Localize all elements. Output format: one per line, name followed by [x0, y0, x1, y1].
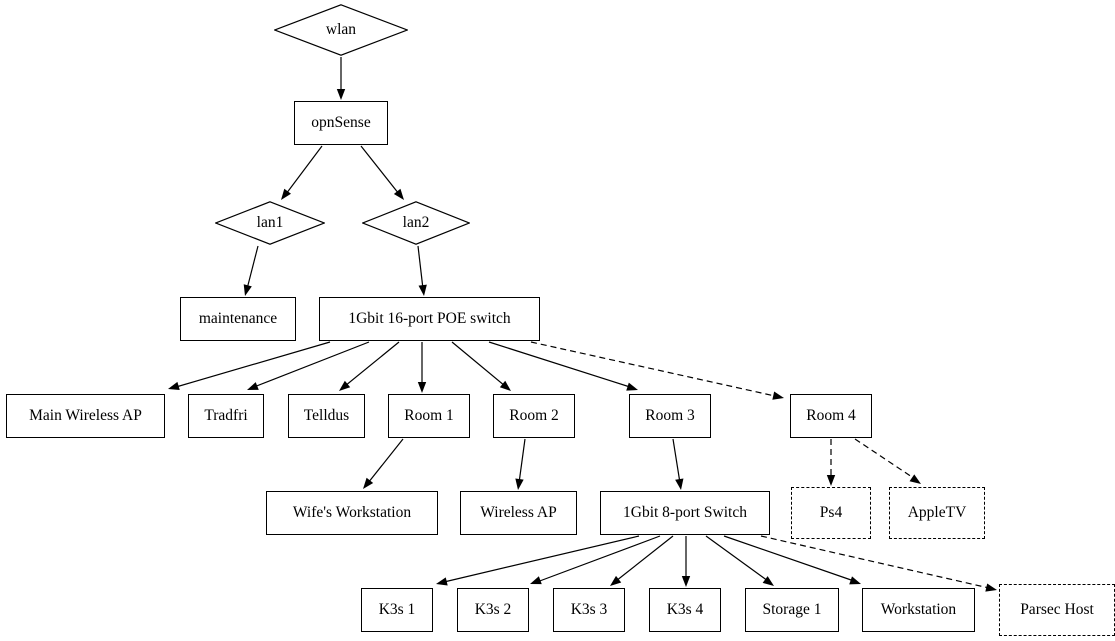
node-mainap[interactable]: Main Wireless AP: [6, 394, 165, 438]
node-k3s2[interactable]: K3s 2: [457, 588, 529, 632]
edge-room4-to-ps4: [826, 439, 836, 486]
node-label: 1Gbit 8-port Switch: [623, 504, 747, 522]
node-label: Main Wireless AP: [29, 407, 142, 425]
node-room2[interactable]: Room 2: [493, 394, 575, 438]
edge-poe16-to-room2: [451, 341, 511, 391]
edge-opnsense-to-lan2: [360, 145, 404, 200]
node-wirelessap[interactable]: Wireless AP: [460, 491, 577, 535]
edge-sw8-to-k3s3: [610, 535, 674, 586]
node-label: Wireless AP: [480, 504, 557, 522]
node-label: Room 1: [404, 407, 454, 425]
node-maint[interactable]: maintenance: [180, 297, 296, 341]
edge-poe16-to-room4: [530, 341, 784, 400]
node-label: lan2: [402, 214, 430, 232]
node-label: K3s 3: [570, 601, 608, 619]
node-room4[interactable]: Room 4: [790, 394, 872, 438]
edge-lan2-to-poe16: [417, 245, 427, 296]
node-label: Ps4: [819, 504, 843, 522]
node-label: lan1: [256, 214, 284, 232]
node-sw8[interactable]: 1Gbit 8-port Switch: [600, 491, 770, 535]
node-k3s1[interactable]: K3s 1: [361, 588, 433, 632]
edge-poe16-to-tradfri: [247, 341, 370, 390]
node-ps4[interactable]: Ps4: [791, 487, 871, 539]
node-parsec[interactable]: Parsec Host: [999, 584, 1115, 636]
node-label: opnSense: [311, 114, 371, 132]
node-label: Telldus: [303, 407, 350, 425]
edge-sw8-to-storage1: [705, 535, 774, 586]
edge-lan1-to-maint: [243, 245, 259, 296]
edge-poe16-to-room3: [488, 341, 638, 391]
edge-room2-to-wirelessap: [515, 438, 526, 490]
node-k3s3[interactable]: K3s 3: [553, 588, 625, 632]
node-label: maintenance: [198, 310, 278, 328]
node-opnsense[interactable]: opnSense: [294, 101, 388, 145]
edge-poe16-to-mainap: [168, 341, 331, 390]
diamond-shape: [215, 201, 325, 245]
edge-room3-to-sw8: [672, 438, 684, 490]
node-label: 1Gbit 16-port POE switch: [348, 310, 511, 328]
node-tradfri[interactable]: Tradfri: [188, 394, 264, 438]
edge-sw8-to-k3s2: [530, 535, 661, 585]
node-storage1[interactable]: Storage 1: [745, 588, 839, 632]
node-poe16[interactable]: 1Gbit 16-port POE switch: [319, 297, 540, 341]
edge-opnsense-to-lan1: [281, 145, 323, 200]
edge-poe16-to-room1: [417, 342, 427, 393]
node-lan2[interactable]: lan2: [362, 201, 470, 245]
node-label: Storage 1: [762, 601, 822, 619]
node-label: AppleTV: [907, 504, 967, 522]
edge-wlan-to-opnsense: [336, 57, 346, 100]
diamond-shape: [362, 201, 470, 245]
node-label: K3s 2: [474, 601, 512, 619]
edge-sw8-to-k3s1: [436, 535, 640, 586]
node-label: Tradfri: [204, 407, 248, 425]
node-label: Wife's Workstation: [292, 504, 412, 522]
node-label: wlan: [325, 21, 357, 39]
node-lan1[interactable]: lan1: [215, 201, 325, 245]
node-workstation[interactable]: Workstation: [862, 588, 975, 632]
node-telldus[interactable]: Telldus: [288, 394, 365, 438]
edge-room4-to-appletv: [854, 438, 921, 484]
node-k3s4[interactable]: K3s 4: [649, 588, 721, 632]
node-wlan[interactable]: wlan: [274, 4, 408, 56]
node-wifews[interactable]: Wife's Workstation: [266, 491, 438, 535]
node-room3[interactable]: Room 3: [629, 394, 711, 438]
node-appletv[interactable]: AppleTV: [889, 487, 985, 539]
node-label: Workstation: [880, 601, 957, 619]
node-label: Room 3: [645, 407, 695, 425]
diamond-shape: [274, 4, 408, 56]
edge-sw8-to-parsec: [760, 535, 997, 592]
edge-sw8-to-workstation: [723, 535, 861, 585]
node-label: K3s 4: [666, 601, 704, 619]
edge-room1-to-wifews: [363, 438, 404, 489]
edge-poe16-to-telldus: [339, 341, 400, 391]
node-label: Room 2: [509, 407, 559, 425]
edge-sw8-to-k3s4: [681, 536, 691, 587]
node-room1[interactable]: Room 1: [388, 394, 470, 438]
node-label: Parsec Host: [1020, 601, 1094, 619]
node-label: Room 4: [806, 407, 856, 425]
node-label: K3s 1: [378, 601, 416, 619]
